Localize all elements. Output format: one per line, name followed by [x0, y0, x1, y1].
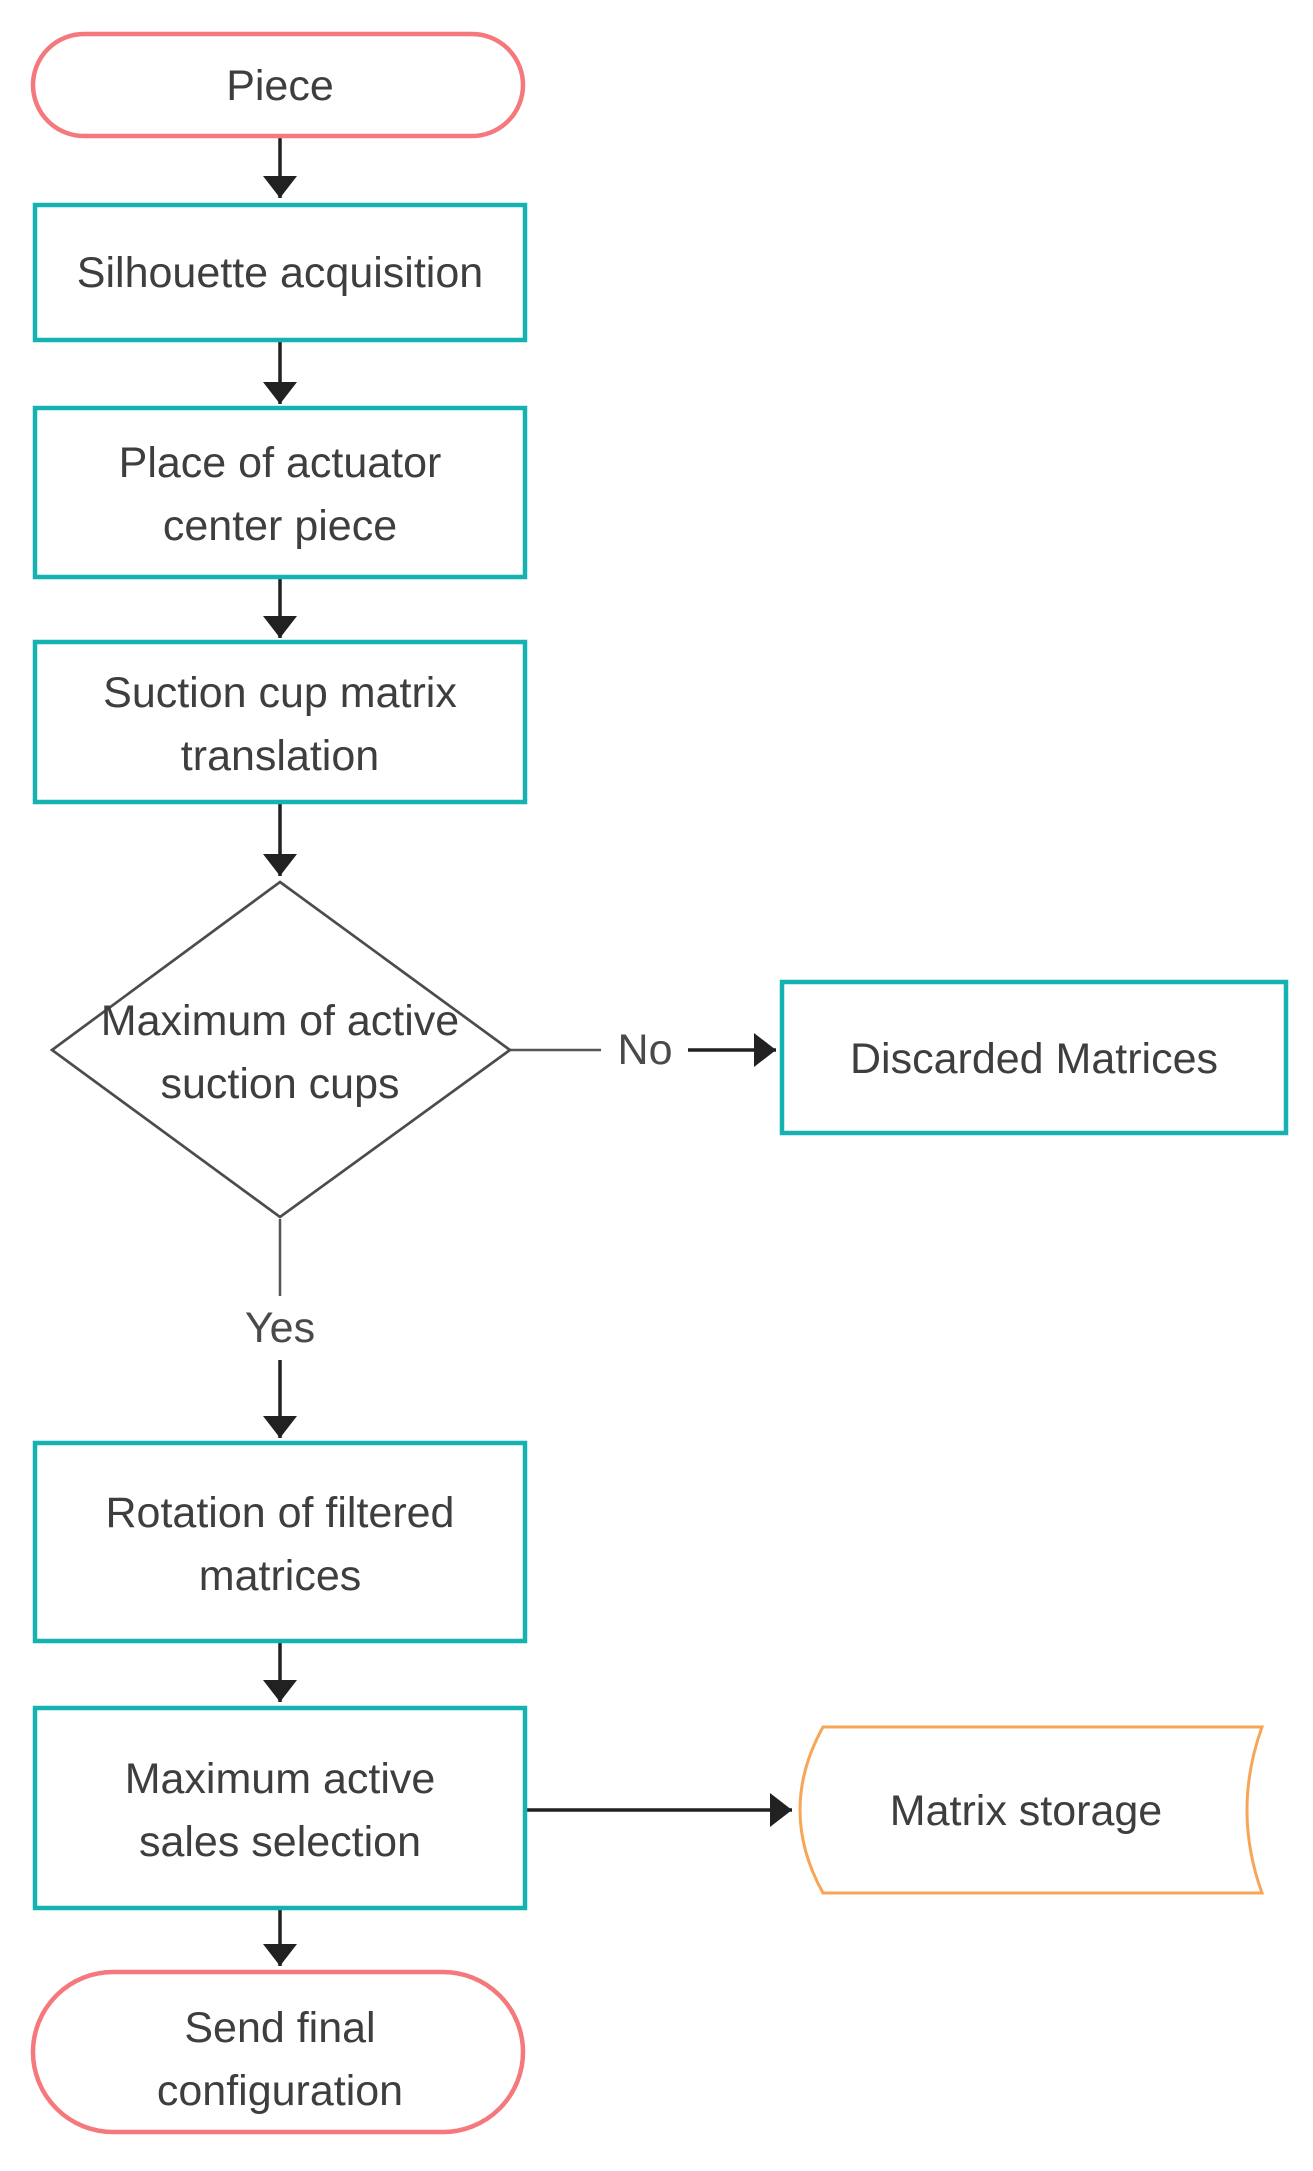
edge-label-no: No	[618, 1026, 673, 1074]
process-discarded-matrices	[779, 979, 1289, 1136]
process-suction-translation-label-line2: translation	[181, 732, 379, 780]
edge-labels: No Yes	[245, 1026, 673, 1352]
end-node	[30, 1969, 526, 2135]
decision-label-line1: Maximum of active	[101, 997, 459, 1045]
process-place-actuator	[32, 405, 528, 580]
decision-label-line2: suction cups	[160, 1060, 399, 1108]
process-rotation-filtered-label-line1: Rotation of filtered	[106, 1489, 455, 1537]
edges	[263, 138, 792, 1966]
end-node-label-line1: Send final	[184, 2004, 375, 2052]
end-node-label-line2: configuration	[157, 2067, 403, 2115]
process-silhouette-acquisition-label: Silhouette acquisition	[77, 249, 483, 297]
process-suction-translation-label-line1: Suction cup matrix	[103, 669, 457, 717]
process-max-sales-selection-label-line2: sales selection	[139, 1818, 421, 1866]
process-rotation-filtered-label-line2: matrices	[199, 1552, 361, 1600]
stored-data-matrix-storage-label: Matrix storage	[890, 1787, 1162, 1835]
stored-data-matrix-storage	[798, 1725, 1265, 1895]
start-node	[30, 31, 526, 139]
process-discarded-matrices-label: Discarded Matrices	[850, 1035, 1218, 1083]
nodes: Piece Silhouette acquisition Place of ac…	[30, 31, 1289, 2135]
process-silhouette-acquisition	[32, 202, 528, 343]
process-max-sales-selection	[32, 1705, 528, 1911]
edge-label-yes: Yes	[245, 1304, 315, 1352]
decision-max-active-suction-cups	[49, 880, 513, 1219]
process-place-actuator-label-line1: Place of actuator	[119, 439, 442, 487]
process-suction-translation	[32, 639, 528, 805]
process-max-sales-selection-label-line1: Maximum active	[125, 1755, 436, 1803]
process-place-actuator-label-line2: center piece	[163, 502, 397, 550]
start-node-label: Piece	[226, 62, 334, 110]
process-rotation-filtered	[32, 1440, 528, 1644]
